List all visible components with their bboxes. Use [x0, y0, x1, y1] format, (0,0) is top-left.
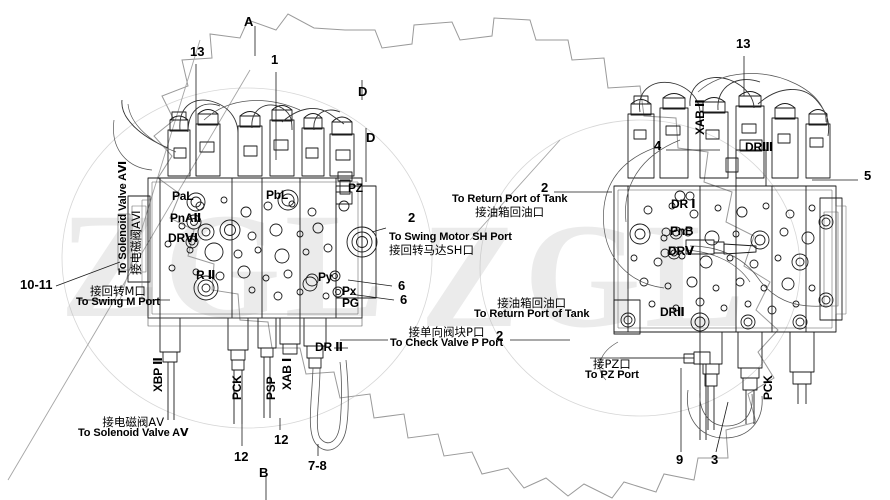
port-label-dr1: DR Ⅰ: [671, 197, 696, 211]
callout-solenoid-valve-a5-en: To Solenoid Valve AⅤ: [78, 427, 189, 440]
callout-check-valve-p-port-en: To Check Valve P Port: [390, 337, 504, 350]
port-label-dr2-right: DRⅡ: [660, 305, 685, 319]
watermark-text: ZGL: [60, 183, 389, 349]
port-label-r2: R Ⅱ: [196, 268, 216, 282]
port-label-pal: PaL: [172, 189, 194, 203]
section-mark-d-upper: D: [358, 84, 368, 99]
callout-check-valve-p-port-cn: 接单向阀块P口: [408, 325, 485, 339]
callout-swing-motor-sh-port-cn: 接回转马达SH口: [389, 242, 474, 257]
port-label-dr6: DRⅥ: [168, 231, 198, 245]
item-number-1: 1: [271, 52, 279, 67]
port-label-pbl: PbL: [266, 188, 289, 202]
item-number-9: 9: [676, 452, 684, 467]
callout-swing-motor-sh-port-en: To Swing Motor SH Port: [389, 231, 512, 243]
callout-solenoid-valve-a5: 接电磁阀AⅤ To Solenoid Valve AⅤ: [78, 415, 189, 440]
callout-solenoid-valve-a6: To Solenoid Valve AⅥ 接电磁阀AⅥ: [117, 161, 143, 275]
callout-return-port-tank-lower-en: To Return Port of Tank: [474, 308, 590, 321]
callout-return-port-tank-top: To Return Port of Tank 接油箱回油口: [452, 193, 568, 219]
port-label-pna2: PnAⅡ: [170, 211, 202, 225]
callout-pz-port-cn: 接PZ口: [592, 357, 631, 371]
section-mark-a-top: A: [244, 14, 254, 29]
callout-swing-m-port: 接回转M口 To Swing M Port: [76, 285, 160, 309]
item-number-2-top: 2: [541, 180, 549, 195]
item-number-7-8: 7-8: [308, 458, 327, 473]
item-number-5: 5: [864, 168, 872, 183]
port-label-pck-right: PCK: [761, 375, 775, 400]
port-label-dr3: DRⅢ: [745, 140, 774, 154]
port-label-pz: PZ: [348, 181, 363, 195]
callout-return-port-tank-lower-cn: 接油箱回油口: [497, 296, 567, 310]
item-number-3: 3: [711, 452, 719, 467]
callout-pz-port-en: To PZ Port: [585, 369, 639, 382]
port-label-xab2-right: XAB Ⅱ: [693, 99, 707, 135]
item-number-12-right: 12: [274, 432, 289, 447]
item-number-13-left: 13: [190, 44, 205, 59]
port-label-pck-left: PCK: [230, 375, 244, 400]
port-label-psp: PSP: [264, 376, 278, 400]
callout-return-port-tank-top-en: To Return Port of Tank: [452, 193, 568, 205]
port-label-dr4: DRⅤ: [668, 244, 695, 258]
item-number-4: 4: [654, 138, 662, 153]
port-label-xbp2: XBP Ⅱ: [151, 357, 165, 392]
port-label-py: Py: [318, 270, 333, 284]
item-number-6-lower: 6: [400, 292, 408, 307]
item-number-10-11: 10-11: [20, 277, 53, 292]
callout-check-valve-p-port: 接单向阀块P口 To Check Valve P Port: [390, 326, 503, 350]
item-number-12-left: 12: [234, 449, 249, 464]
port-label-dr2-center: DR Ⅱ: [315, 340, 343, 354]
callout-return-port-tank-top-cn: 接油箱回油口: [475, 204, 545, 219]
port-label-pg: PG: [342, 296, 359, 310]
port-label-xab1: XAB Ⅰ: [280, 357, 294, 390]
callout-swing-m-port-cn: 接回转M口: [89, 284, 146, 298]
callout-solenoid-valve-a6-cn: 接电磁阀AⅥ: [128, 210, 143, 275]
item-number-13-right: 13: [736, 36, 751, 51]
item-number-2-tank: 2: [496, 328, 504, 343]
callout-swing-m-port-en: To Swing M Port: [76, 296, 160, 309]
port-label-pnb: PnB: [670, 224, 694, 238]
port-label-px: Px: [342, 284, 357, 298]
callout-pz-port: 接PZ口 To PZ Port: [585, 358, 639, 382]
callout-return-port-tank-lower: 接油箱回油口 To Return Port of Tank: [474, 297, 589, 321]
callout-solenoid-valve-a5-cn: 接电磁阀AⅤ: [102, 415, 165, 429]
section-mark-b-bottom: B: [259, 465, 269, 480]
section-mark-d-lower: D: [366, 130, 376, 145]
item-number-2-swing: 2: [408, 210, 416, 225]
watermark-text-secondary: ZGL: [420, 193, 749, 359]
item-number-6-upper: 6: [398, 278, 406, 293]
callout-swing-motor-sh-port: To Swing Motor SH Port 接回转马达SH口: [389, 231, 512, 257]
